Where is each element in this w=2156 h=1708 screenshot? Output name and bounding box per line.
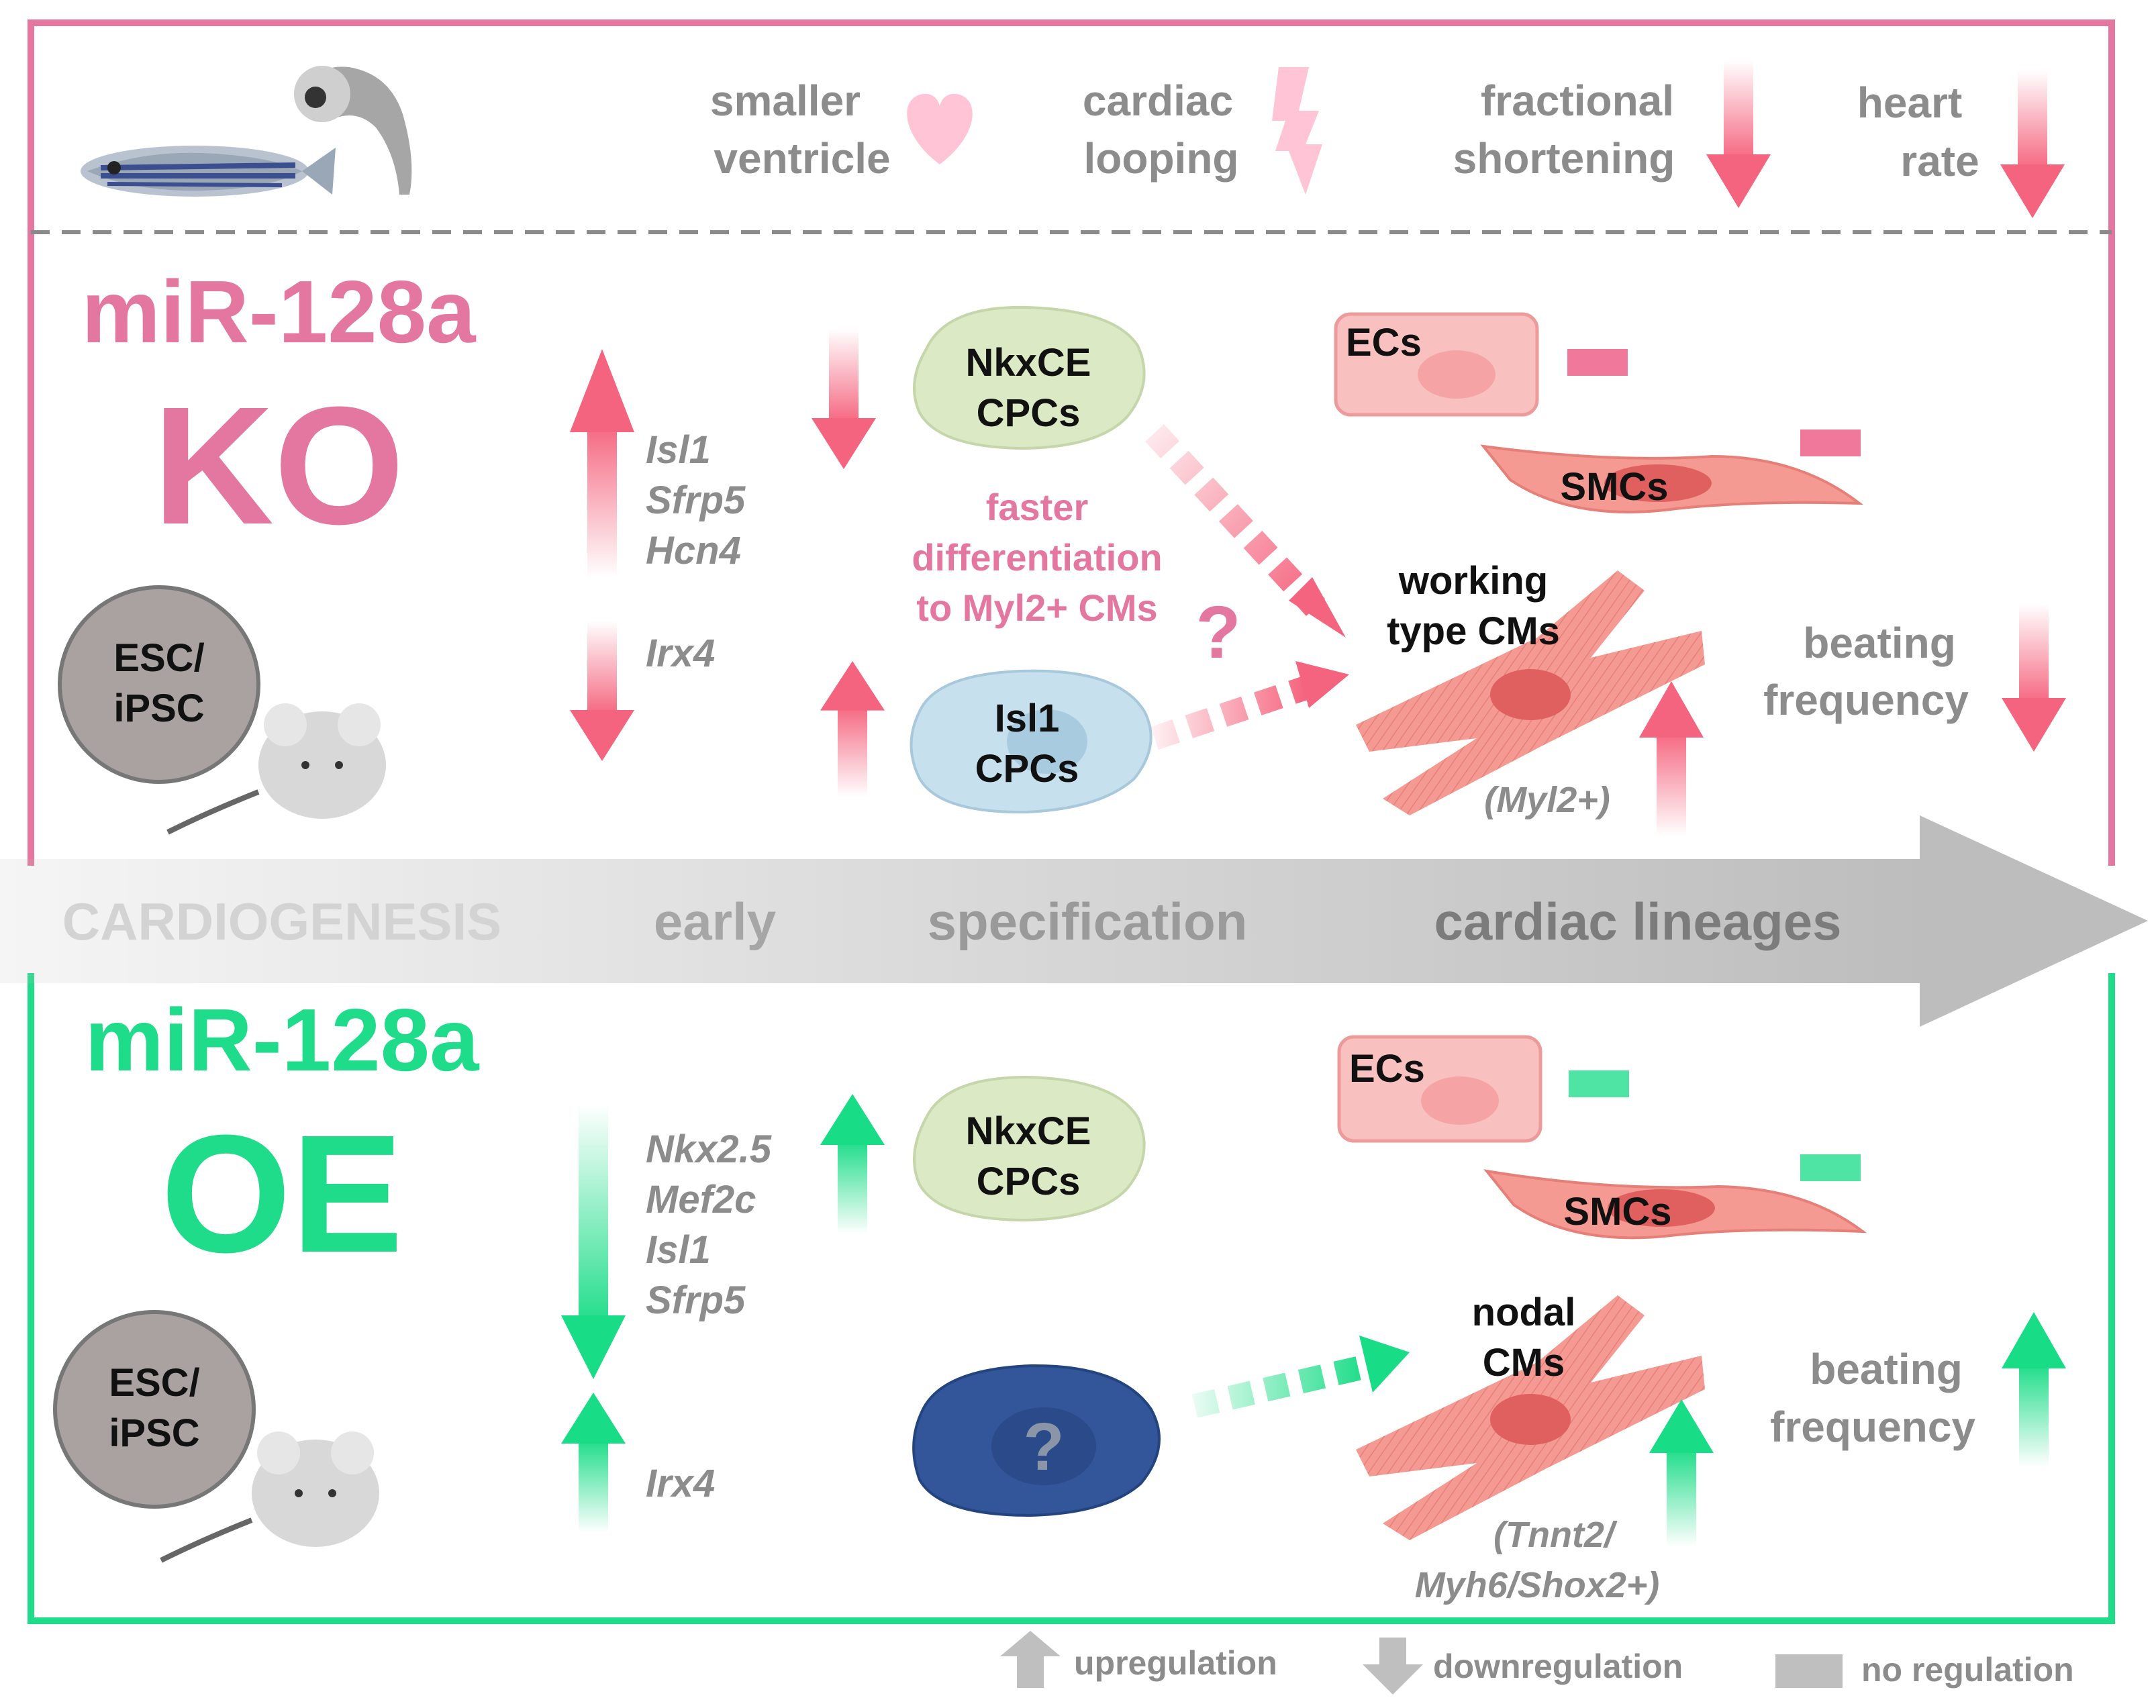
ko-beat-line1: beating (1803, 619, 1956, 667)
phenotype-2-line2: looping (1083, 134, 1238, 183)
ko-cardiomyocyte (1356, 570, 1705, 815)
ko-note-line1: faster (986, 486, 1089, 528)
ko-dashed-arrow-nkx (1145, 424, 1346, 638)
ko-note-line2: differentiation (912, 536, 1162, 579)
gene-down-arrow (561, 1104, 626, 1379)
zebrafish-embryo-icon (294, 66, 412, 195)
oe-title: miR-128a (85, 991, 481, 1089)
zebrafish-icon (81, 146, 336, 197)
beat-up-arrow (2002, 1312, 2066, 1467)
no-regulation-bar (1569, 1070, 1629, 1097)
lightning-icon (1272, 67, 1322, 195)
ko-subtitle: KO (153, 372, 405, 559)
heart-icon (907, 93, 973, 164)
phenotype-1-line2: ventricle (714, 134, 890, 183)
ko-cm-line1: working (1398, 559, 1548, 603)
ko-ecs-label: ECs (1346, 321, 1422, 364)
axis-label-cardiogenesis: CARDIOGENESIS (62, 892, 501, 951)
oe-panel-border (28, 973, 2115, 1624)
ko-up-gene-2: Sfrp5 (646, 479, 746, 522)
legend-up-label: upregulation (1074, 1644, 1277, 1682)
legend-down-label: downregulation (1433, 1648, 1683, 1685)
ko-question: ? (1195, 591, 1240, 674)
ko-cm-marker: (Myl2+) (1484, 780, 1610, 820)
axis-label-early: early (654, 892, 776, 951)
oe-nkx-line2: CPCs (977, 1160, 1081, 1203)
ko-beat-line2: frequency (1763, 676, 1969, 724)
ko-down-gene-1: Irx4 (646, 632, 715, 675)
oe-cm-line2: CMs (1483, 1341, 1565, 1385)
phenotype-4-line1: heart (1857, 79, 1963, 127)
ko-cell-line1: ESC/ (113, 636, 204, 680)
stem-cell-icon (53, 1310, 256, 1509)
legend-none-icon (1775, 1654, 1843, 1688)
phenotype-4-line2: rate (1900, 137, 1979, 185)
oe-cell-line1: ESC/ (109, 1361, 199, 1405)
phenotype-1-line1: smaller (710, 77, 861, 125)
oe-down-gene-2: Mef2c (646, 1178, 756, 1221)
oe-down-gene-3: Isl1 (646, 1228, 711, 1272)
oe-down-gene-1: Nkx2.5 (646, 1127, 772, 1171)
nkx-up-arrow (820, 1094, 885, 1234)
ko-cm-line2: type CMs (1387, 609, 1560, 653)
down-arrow-icon (2000, 70, 2065, 218)
ko-up-gene-1: Isl1 (646, 428, 711, 472)
oe-up-gene-1: Irx4 (646, 1462, 715, 1505)
axis-label-cardiac-lineages: cardiac lineages (1434, 892, 1841, 951)
isl-up-arrow (820, 661, 885, 797)
no-regulation-bar (1800, 430, 1861, 456)
nkx-down-arrow (812, 329, 876, 469)
no-regulation-bar (1567, 349, 1628, 376)
oe-cell-line2: iPSC (109, 1411, 199, 1455)
gene-down-arrow (570, 621, 634, 761)
legend-up-icon (1000, 1631, 1061, 1688)
gene-up-arrow (570, 349, 634, 578)
axis-label-specification: specification (928, 892, 1248, 951)
oe-smcs-label: SMCs (1563, 1190, 1671, 1234)
oe-dashed-arrow (1191, 1336, 1410, 1418)
cm-up-arrow (1649, 1399, 1714, 1547)
ko-note-line3: to Myl2+ CMs (916, 587, 1157, 629)
nkx-cpc-cell (913, 305, 1146, 450)
ko-title: miR-128a (82, 262, 477, 361)
gene-up-arrow (561, 1393, 626, 1533)
down-arrow-icon (1706, 60, 1771, 208)
ko-smcs-label: SMCs (1560, 465, 1668, 509)
ko-panel-border (28, 19, 2115, 866)
ko-isl-line1: Isl1 (995, 697, 1060, 740)
oe-down-gene-4: Sfrp5 (646, 1278, 746, 1322)
oe-subtitle: OE (160, 1100, 403, 1287)
phenotype-2-line1: cardiac (1083, 77, 1233, 125)
phenotype-3-line1: fractional (1481, 77, 1674, 125)
mouse-icon (160, 1431, 379, 1563)
oe-cm-marker-2: Myh6/Shox2+) (1415, 1565, 1660, 1605)
ko-nkx-line2: CPCs (977, 391, 1081, 435)
nkx-cpc-cell (913, 1075, 1146, 1222)
ko-dashed-arrow-isl (1150, 661, 1349, 750)
stem-cell-icon (58, 585, 260, 784)
mouse-icon (166, 703, 386, 835)
oe-unknown-label: ? (1023, 1409, 1064, 1485)
beat-down-arrow (2002, 604, 2066, 752)
oe-beat-line2: frequency (1770, 1403, 1975, 1451)
oe-nkx-line1: NkxCE (966, 1109, 1091, 1153)
ko-up-gene-3: Hcn4 (646, 529, 741, 572)
oe-cm-line1: nodal (1472, 1291, 1576, 1334)
ko-nkx-line1: NkxCE (966, 341, 1091, 385)
legend-none-label: no regulation (1861, 1651, 2074, 1689)
oe-cardiomyocyte (1356, 1295, 1705, 1540)
ko-cell-line2: iPSC (113, 687, 204, 730)
legend-down-icon (1363, 1638, 1423, 1695)
phenotype-3-line2: shortening (1453, 134, 1675, 183)
oe-ecs-label: ECs (1349, 1047, 1425, 1091)
no-regulation-bar (1800, 1154, 1861, 1181)
ko-isl-line2: CPCs (975, 747, 1079, 791)
cm-up-arrow (1639, 681, 1704, 836)
oe-cm-marker-1: (Tnnt2/ (1493, 1515, 1618, 1555)
cardiogenesis-axis (0, 815, 2148, 1027)
oe-beat-line1: beating (1810, 1345, 1963, 1393)
